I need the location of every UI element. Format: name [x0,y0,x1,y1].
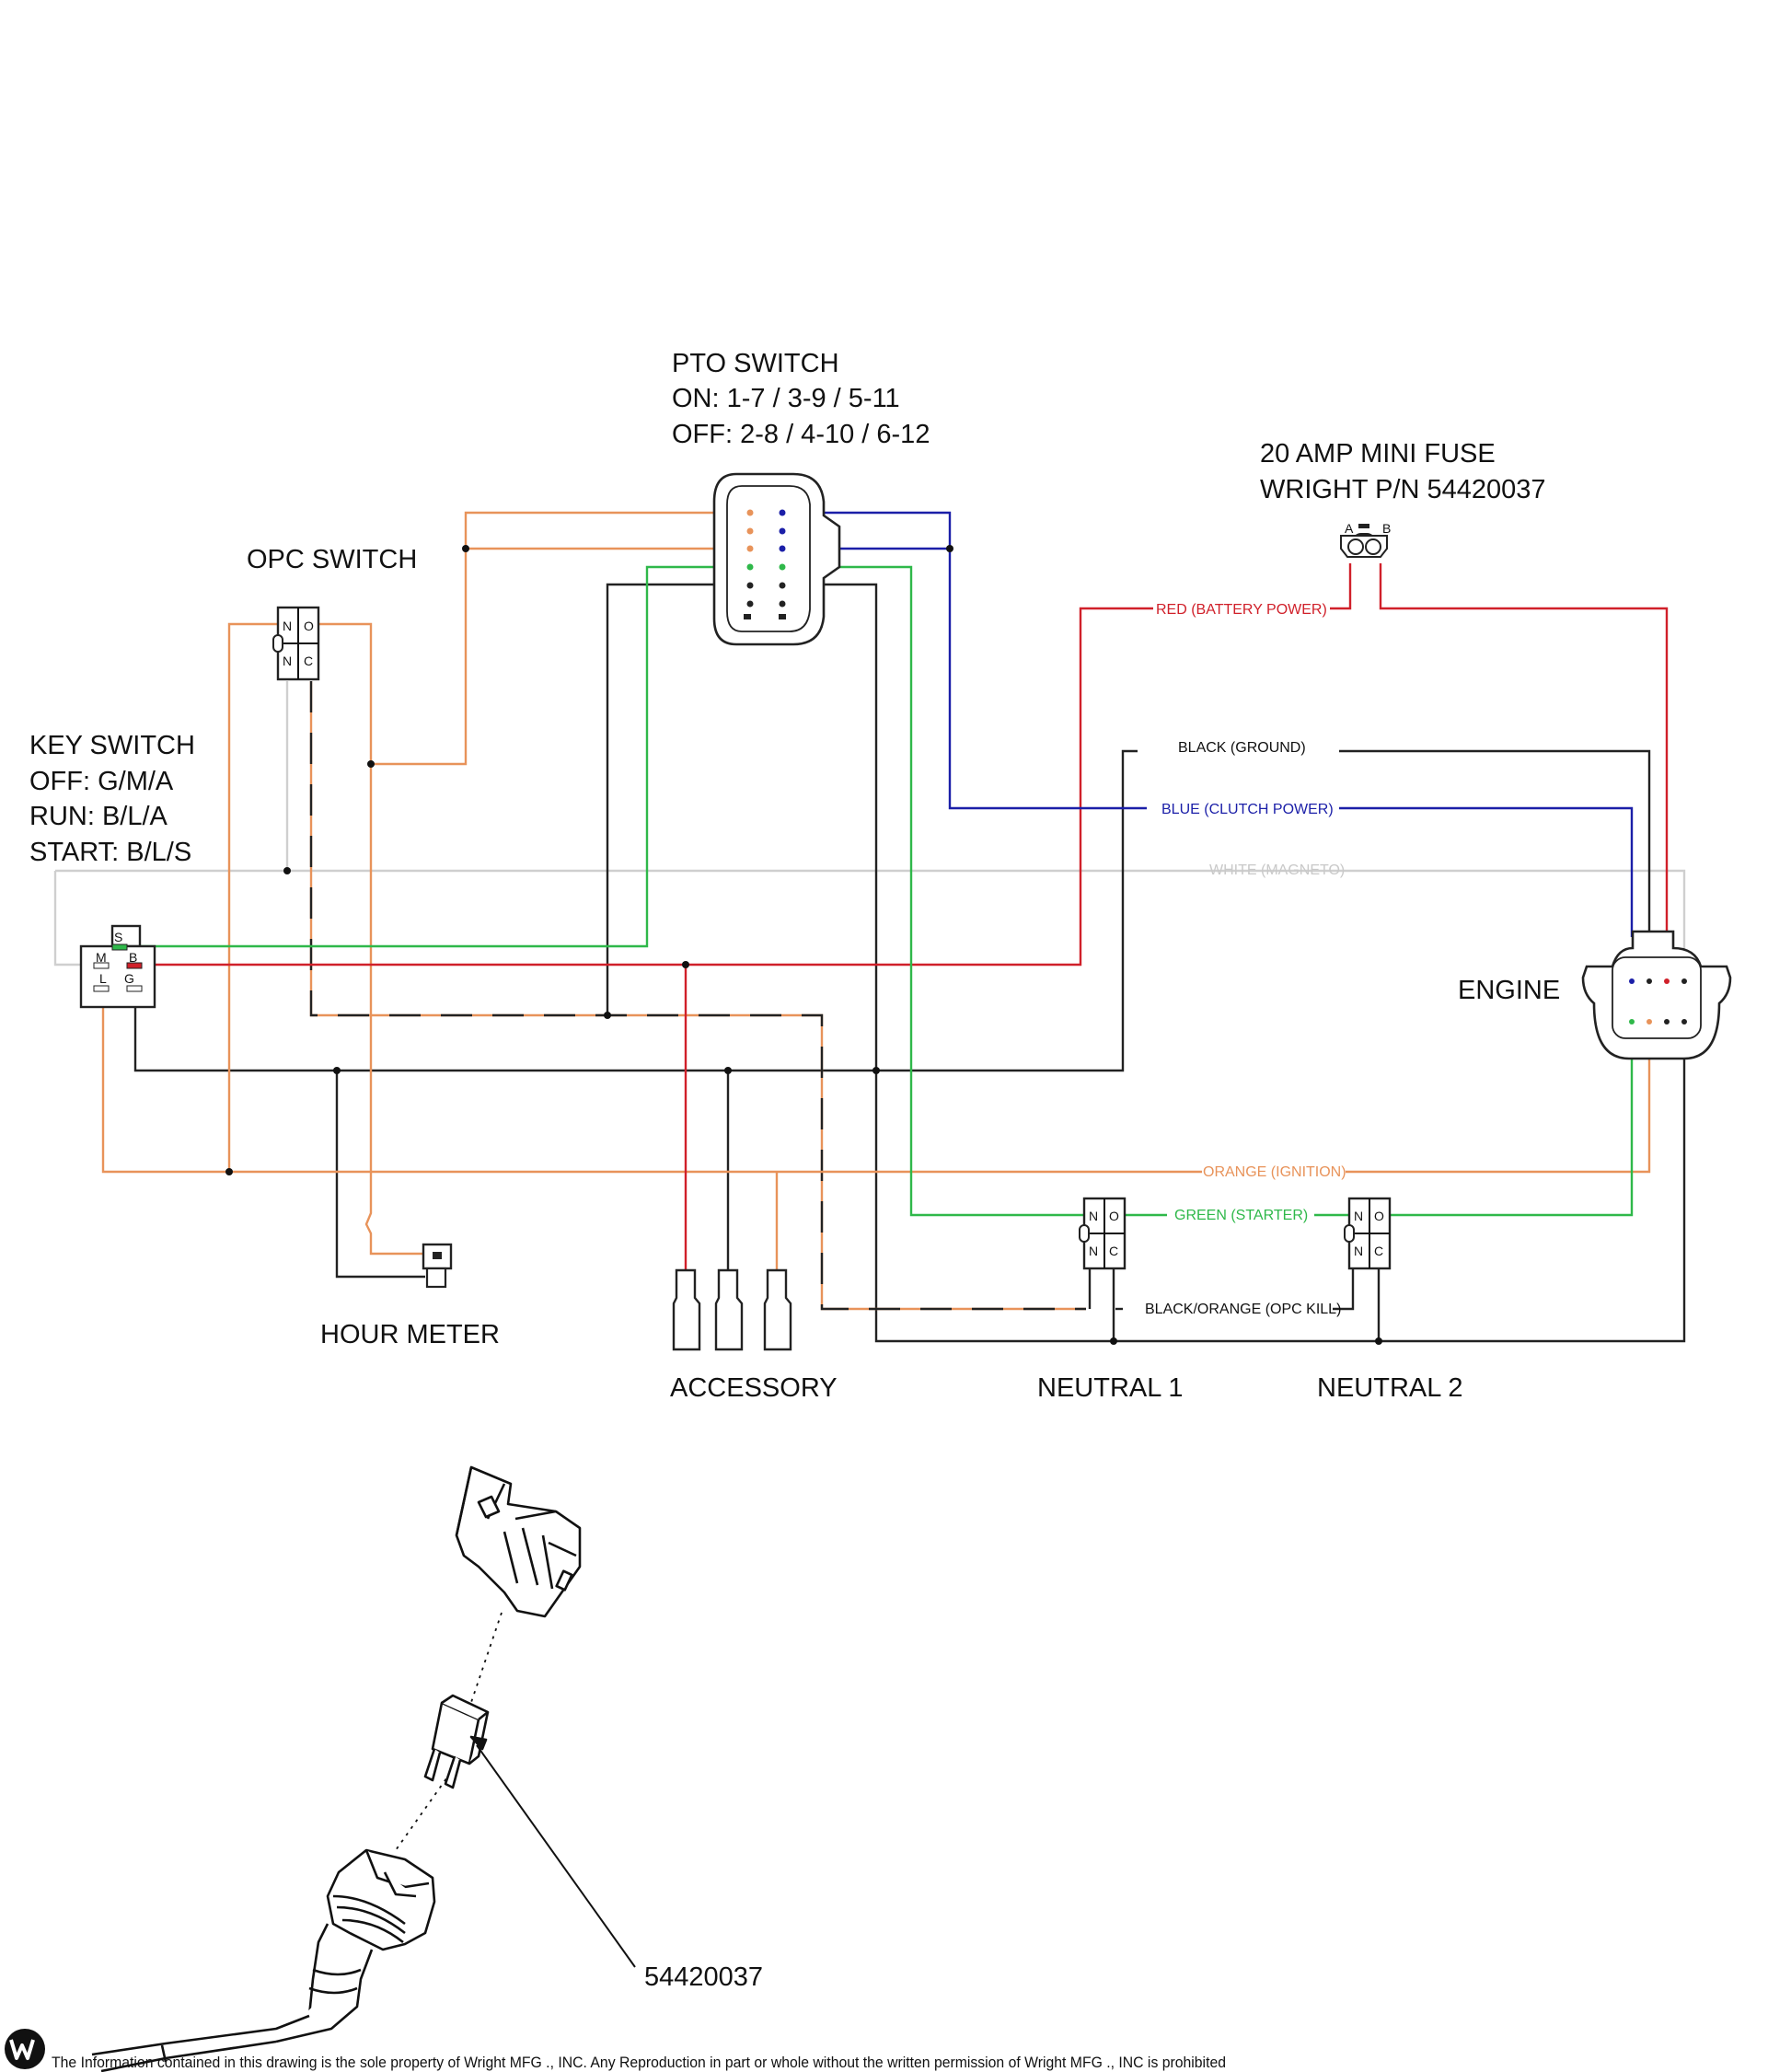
key-switch: S M B L G [79,924,156,1009]
pto-switch-title: PTO SWITCH [672,349,839,378]
opc-pin-o: O [304,619,314,633]
neutral-2-title: NEUTRAL 2 [1317,1373,1462,1403]
neutral1-pin-c: C [1109,1244,1118,1258]
black-orange-opc-kill-wire [309,681,1355,1311]
neutral-1-title: NEUTRAL 1 [1037,1373,1183,1403]
pto-switch-off: OFF: 2-8 / 4-10 / 6-12 [672,420,930,449]
red-battery-power-wire [138,563,1669,1275]
pto-switch-connector [712,472,841,646]
accessory-title: ACCESSORY [670,1373,838,1403]
splice-points [225,545,1382,1345]
fuse-holder-illustration [91,1465,636,2072]
accessory-terminals [672,1268,792,1351]
key-pin-l: L [99,971,107,986]
key-switch-start: START: B/L/S [29,838,191,867]
neutral1-pin-n-top: N [1089,1209,1098,1223]
wire-label-blue: BLUE (CLUTCH POWER) [1161,802,1334,817]
key-pin-g: G [124,971,134,986]
key-switch-title: KEY SWITCH [29,731,195,760]
fuse-part-number: WRIGHT P/N 54420037 [1260,475,1546,504]
opc-switch: N O N C [272,606,320,681]
hour-meter-title: HOUR METER [320,1320,500,1349]
opc-switch-title: OPC SWITCH [247,545,417,574]
wire-label-red: RED (BATTERY POWER) [1156,602,1327,618]
wire-label-green: GREEN (STARTER) [1174,1208,1308,1223]
opc-pin-c: C [304,654,313,668]
neutral2-pin-c: C [1374,1244,1383,1258]
engine-connector [1581,930,1732,1060]
footer-disclaimer: The Information contained in this drawin… [52,2054,1226,2071]
fuse-title: 20 AMP MINI FUSE [1260,439,1496,469]
key-pin-s: S [114,930,122,944]
wire-label-white: WHITE (MAGNETO) [1209,862,1345,878]
fuse-part-callout: 54420037 [644,1962,763,1992]
neutral2-pin-n-top: N [1354,1209,1363,1223]
pto-switch-on: ON: 1-7 / 3-9 / 5-11 [672,384,900,413]
wire-label-black: BLACK (GROUND) [1178,740,1306,756]
opc-pin-n-top: N [283,619,292,633]
neutral1-pin-n-bottom: N [1089,1244,1098,1258]
neutral2-pin-o: O [1374,1209,1384,1223]
neutral-1-switch: N O N C [1079,1197,1127,1270]
opc-pin-n-bottom: N [283,654,292,668]
white-magneto-wire [53,681,1686,967]
hour-meter [422,1243,453,1289]
green-starter-wire [129,565,1634,1217]
engine-title: ENGINE [1458,976,1560,1005]
neutral2-pin-n-bottom: N [1354,1244,1363,1258]
mini-fuse: A B [1340,521,1391,558]
fuse-pin-b: B [1382,521,1391,536]
neutral-2-switch: N O N C [1344,1197,1392,1270]
fuse-pin-a: A [1345,521,1354,536]
key-pin-b: B [129,950,137,965]
key-switch-run: RUN: B/L/A [29,802,168,831]
key-pin-m: M [96,950,107,965]
neutral1-pin-o: O [1109,1209,1119,1223]
wire-label-orange: ORANGE (IGNITION) [1203,1164,1346,1180]
wright-logo [5,2029,45,2069]
wire-label-black-orange: BLACK/ORANGE (OPC KILL) [1145,1302,1341,1317]
key-switch-off: OFF: G/M/A [29,767,174,796]
